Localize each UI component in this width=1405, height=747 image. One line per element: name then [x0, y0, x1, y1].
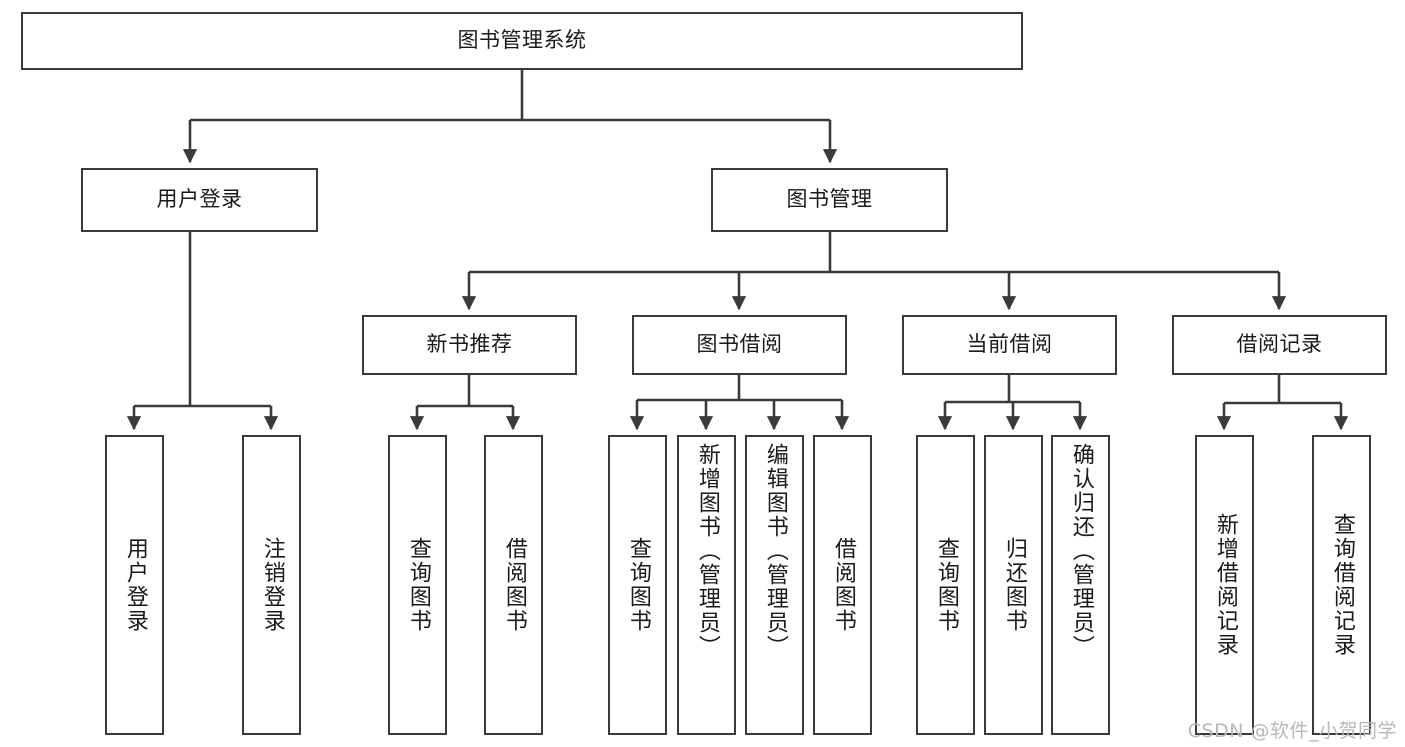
leaf-current-borrow-query-book[interactable]: 查询图书 [916, 435, 975, 735]
leaf-book-borrow-add-book-admin[interactable]: 新增图书（管理员） [677, 435, 736, 735]
node-label: 查询借阅记录 [1329, 513, 1355, 657]
node-label: 图书借阅 [696, 332, 783, 357]
node-borrow-record[interactable]: 借阅记录 [1172, 315, 1387, 375]
node-label: 新书推荐 [426, 332, 513, 357]
node-label: 图书管理 [786, 187, 873, 212]
leaf-new-book-borrow-book[interactable]: 借阅图书 [484, 435, 543, 735]
node-label: 借阅图书 [830, 537, 856, 633]
node-book-management[interactable]: 图书管理 [711, 168, 948, 232]
leaf-new-book-query-book[interactable]: 查询图书 [388, 435, 447, 735]
leaf-book-borrow-borrow-book[interactable]: 借阅图书 [813, 435, 872, 735]
node-label: 用户登录 [156, 187, 243, 212]
node-label: 查询图书 [405, 537, 431, 633]
node-label: 查询图书 [625, 537, 651, 633]
leaf-book-borrow-query-book[interactable]: 查询图书 [608, 435, 667, 735]
node-book-borrow[interactable]: 图书借阅 [632, 315, 847, 375]
leaf-book-borrow-edit-book-admin[interactable]: 编辑图书（管理员） [745, 435, 804, 735]
node-label: 用户登录 [122, 537, 148, 633]
node-root-book-management-system[interactable]: 图书管理系统 [21, 12, 1023, 70]
node-label: 当前借阅 [966, 332, 1053, 357]
node-label: 借阅记录 [1236, 332, 1323, 357]
leaf-user-login-login[interactable]: 用户登录 [105, 435, 164, 735]
leaf-borrow-record-query-record[interactable]: 查询借阅记录 [1312, 435, 1371, 735]
node-label: 借阅图书 [501, 537, 527, 633]
node-label: 查询图书 [933, 537, 959, 633]
node-label: 新增图书（管理员） [694, 443, 720, 659]
node-label: 编辑图书（管理员） [762, 443, 788, 659]
node-current-borrow[interactable]: 当前借阅 [902, 315, 1117, 375]
leaf-user-login-logout[interactable]: 注销登录 [242, 435, 301, 735]
node-label: 新增借阅记录 [1212, 513, 1238, 657]
leaf-current-borrow-return-book[interactable]: 归还图书 [984, 435, 1043, 735]
node-label: 图书管理系统 [457, 28, 587, 53]
node-label: 归还图书 [1001, 537, 1027, 633]
leaf-current-borrow-confirm-return-admin[interactable]: 确认归还（管理员） [1051, 435, 1110, 735]
node-label: 注销登录 [259, 537, 285, 633]
node-new-book-recommend[interactable]: 新书推荐 [362, 315, 577, 375]
node-user-login[interactable]: 用户登录 [81, 168, 318, 232]
leaf-borrow-record-add-record[interactable]: 新增借阅记录 [1195, 435, 1254, 735]
node-label: 确认归还（管理员） [1068, 443, 1094, 659]
